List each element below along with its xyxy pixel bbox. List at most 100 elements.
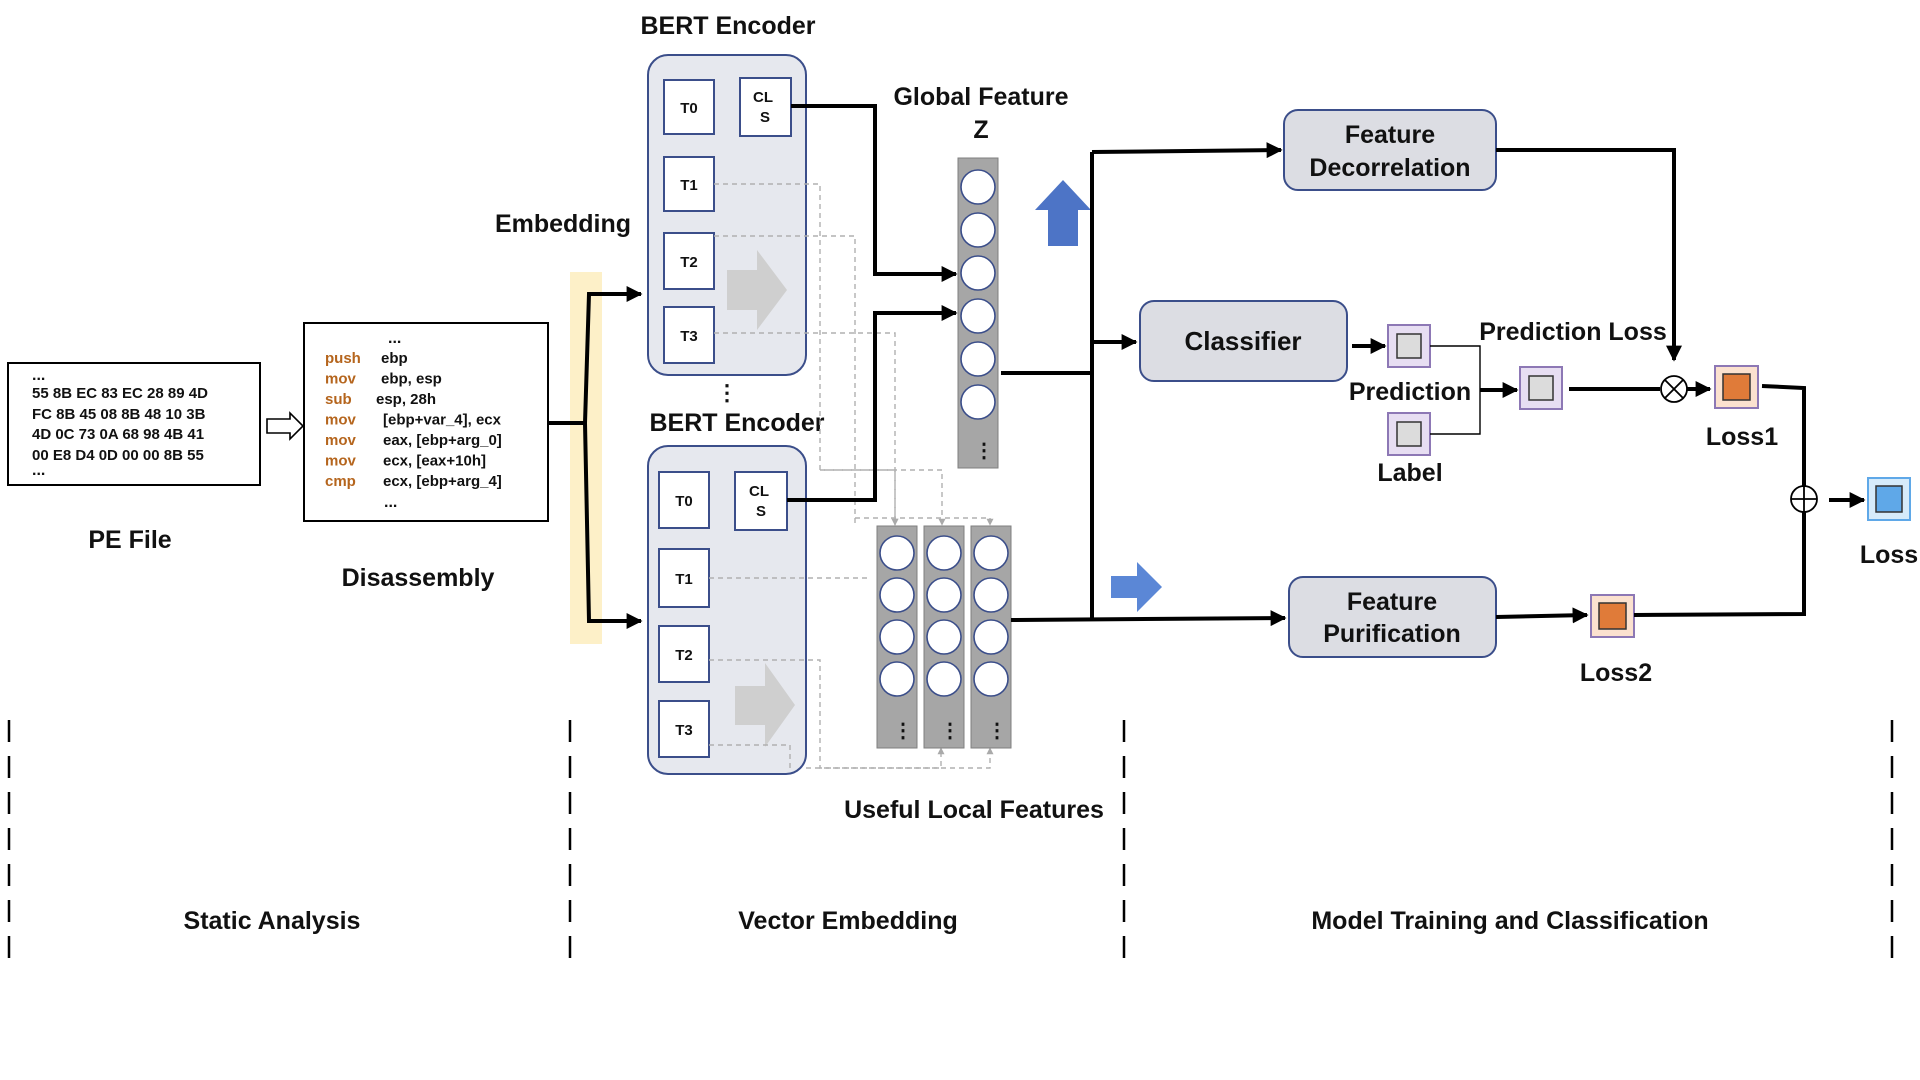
global-feature-node [960, 212, 996, 248]
stage-static-analysis: Static Analysis [184, 907, 361, 935]
encoder-top-title: BERT Encoder [640, 12, 815, 40]
pe-file-label: PE File [88, 526, 171, 554]
global-feature-node [960, 298, 996, 334]
feature-decorrelation-line2: Decorrelation [1309, 154, 1470, 182]
local-feature-node [926, 577, 962, 613]
dashed-connectors [709, 183, 994, 769]
token-t0-bottom-label: T0 [675, 493, 693, 510]
label-label: Label [1377, 459, 1442, 487]
global-feature-node [960, 341, 996, 377]
stage-model-training: Model Training and Classification [1311, 907, 1708, 935]
blue-right-arrow-icon [1111, 562, 1162, 612]
disasm-operand: ebp, esp [381, 371, 442, 388]
global-circles [960, 169, 996, 420]
disassembly-box [303, 322, 549, 522]
loss2-to-plus-line [1633, 512, 1806, 617]
local-feature-node [926, 661, 962, 697]
token-t1-bottom-label: T1 [675, 571, 693, 588]
multiply-icon [1664, 379, 1684, 399]
label-inner [1396, 421, 1422, 447]
trunk-to-decorrelation-arrow [1091, 142, 1283, 159]
local-vector-2-ellipsis: ⋮ [940, 720, 960, 742]
disasm-operand: ebp [381, 350, 408, 367]
pe-line-0: ... [32, 367, 45, 384]
token-t3-bottom-label: T3 [675, 722, 693, 739]
cls-top-to-z-arrow [791, 104, 958, 282]
disasm-opcode: push [325, 350, 361, 367]
token-cls-top [739, 77, 792, 137]
local-vector-3-ellipsis: ⋮ [987, 720, 1007, 742]
disasm-bottom-ellipsis: ... [384, 494, 397, 511]
prediction-inner [1396, 333, 1422, 359]
token-t0-top [663, 79, 715, 135]
local-feature-node [926, 535, 962, 571]
global-feature-line2: Z [973, 116, 988, 144]
pe-line-5: ... [32, 462, 45, 479]
gray-arrow-top-icon [727, 250, 787, 330]
local-feature-node [973, 535, 1009, 571]
local-feature-node [926, 619, 962, 655]
local-feature-node [973, 577, 1009, 613]
token-t3-bottom [658, 700, 710, 758]
encoder-gap-ellipsis: ⋮ [716, 380, 738, 405]
blue-up-arrow-icon [1035, 180, 1091, 246]
plus-icon [1791, 486, 1817, 512]
token-cls-top-line2: S [760, 109, 770, 126]
loss2-label: Loss2 [1580, 659, 1652, 687]
token-t0-bottom [658, 471, 710, 529]
token-t2-top-label: T2 [680, 254, 698, 271]
classifier-label: Classifier [1184, 326, 1301, 356]
loss2-inner [1598, 602, 1627, 630]
pe-line-4: 00 E8 D4 0D 00 00 8B 55 [32, 447, 204, 464]
token-t0-top-label: T0 [680, 100, 698, 117]
disasm-opcode: mov [325, 371, 357, 388]
feature-purification-line1: Feature [1347, 588, 1437, 616]
token-cls-top-line1: CL [753, 89, 773, 106]
stage-dividers [7, 720, 1894, 965]
disasm-opcode: mov [325, 453, 357, 470]
local-feature-node [973, 619, 1009, 655]
global-feature-node [960, 255, 996, 291]
local-feature-node [879, 619, 915, 655]
token-cls-bottom-label: CL S [749, 483, 773, 520]
loss-inner [1875, 485, 1903, 513]
loss2-box [1590, 594, 1635, 638]
purification-to-loss2-arrow [1495, 607, 1589, 624]
prediction-loss-label: Prediction Loss [1479, 318, 1667, 346]
local-circles [879, 535, 1009, 697]
global-feature-line1: Global Feature [893, 83, 1068, 111]
token-t3-top-label: T3 [680, 328, 698, 345]
disasm-operand: [ebp+var_4], ecx [383, 412, 502, 429]
gray-arrow-bottom-icon [735, 663, 795, 747]
token-t2-top [663, 232, 715, 290]
token-cls-top-label: CL S [753, 89, 777, 126]
encoder-bottom-title: BERT Encoder [649, 409, 824, 437]
disasm-operand: esp, 28h [376, 391, 436, 408]
disasm-rows: push ebp mov ebp, esp sub esp, 28h mov [ebp+var… [325, 350, 502, 490]
pe-file-box [7, 362, 261, 486]
disasm-operand: eax, [ebp+arg_0] [383, 432, 502, 449]
embed-to-bottom-encoder [583, 422, 643, 629]
embed-to-top-encoder [583, 286, 643, 424]
prediction-loss-inner [1528, 375, 1554, 401]
pe-line-3: 4D 0C 73 0A 68 98 4B 41 [32, 426, 204, 443]
local-feature-node [879, 661, 915, 697]
global-feature-node [960, 169, 996, 205]
disasm-opcode: mov [325, 432, 357, 449]
feature-purification-line2: Purification [1323, 620, 1461, 648]
embedding-label: Embedding [495, 210, 631, 238]
pe-line-2: FC 8B 45 08 8B 48 10 3B [32, 406, 206, 423]
disasm-opcode: mov [325, 412, 357, 429]
global-vector-ellipsis: ⋮ [974, 440, 994, 462]
local-to-purification-arrow [1010, 610, 1287, 627]
disassembly-label: Disassembly [342, 564, 495, 592]
token-t1-top [663, 156, 715, 212]
loss1-to-plus-line [1761, 384, 1806, 486]
disasm-opcode: sub [325, 391, 352, 408]
local-feature-node [879, 577, 915, 613]
token-t1-bottom [658, 548, 710, 608]
classifier-box [1139, 300, 1348, 382]
token-t1-top-label: T1 [680, 177, 698, 194]
token-t2-bottom [658, 625, 710, 683]
pe-line-1: 55 8B EC 83 EC 28 89 4D [32, 385, 208, 402]
